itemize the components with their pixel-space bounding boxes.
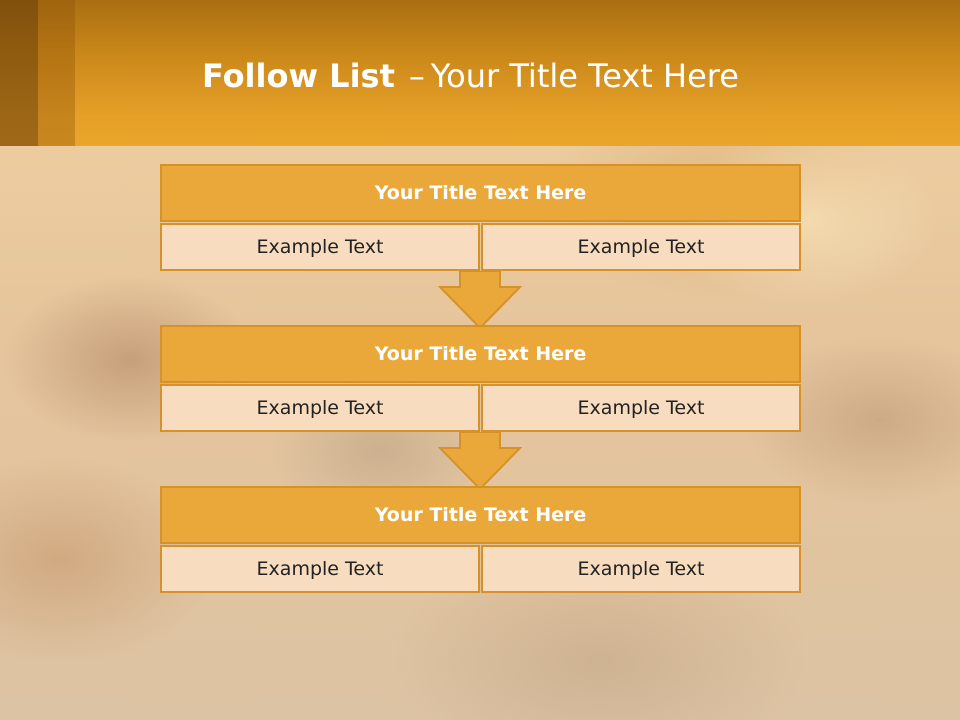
flow-block-1[interactable]: Your Title Text Here Example Text Exampl… [160,164,801,271]
block-cell-left: Example Text [160,384,480,432]
slide-title-bold: Follow List [202,57,395,95]
down-arrow-icon [438,432,522,491]
block-title: Your Title Text Here [160,325,801,383]
block-row: Example Text Example Text [160,223,801,271]
block-cell-right: Example Text [481,545,801,593]
block-row: Example Text Example Text [160,545,801,593]
slide-title-rest: Your Title Text Here [430,57,739,95]
header-bar [0,0,960,146]
block-title: Your Title Text Here [160,164,801,222]
block-cell-left: Example Text [160,223,480,271]
block-row: Example Text Example Text [160,384,801,432]
slide-title[interactable]: Follow List–Your Title Text Here [202,52,739,100]
slide-title-separator: – [408,57,425,95]
block-cell-left: Example Text [160,545,480,593]
flow-block-3[interactable]: Your Title Text Here Example Text Exampl… [160,486,801,593]
block-title: Your Title Text Here [160,486,801,544]
header-accent-stripe [0,0,38,146]
header-accent-stripe-light [38,0,75,146]
block-cell-right: Example Text [481,223,801,271]
down-arrow-icon [438,271,522,330]
flow-block-2[interactable]: Your Title Text Here Example Text Exampl… [160,325,801,432]
block-cell-right: Example Text [481,384,801,432]
